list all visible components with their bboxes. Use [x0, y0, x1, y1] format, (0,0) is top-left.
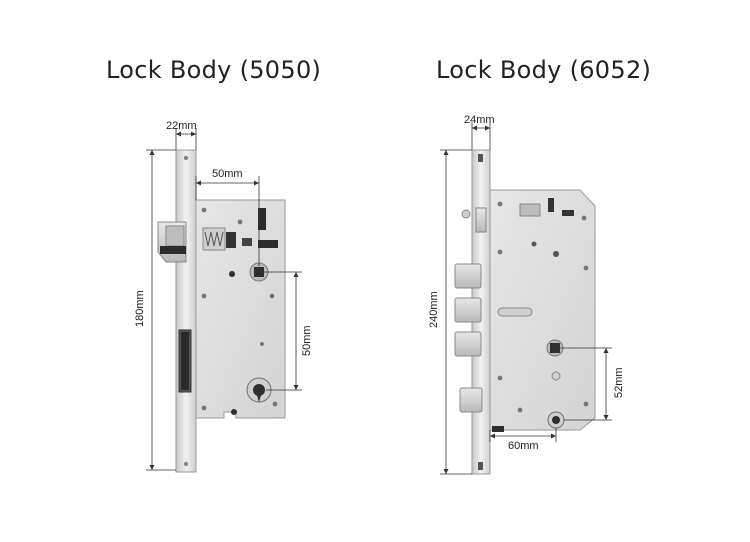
left-lock-illustration — [157, 149, 286, 473]
left-faceplate — [175, 149, 197, 473]
left-faceplate-width-label: 22mm — [166, 120, 197, 132]
right-faceplate-width-label: 24mm — [464, 114, 495, 126]
right-center-distance-label: 52mm — [613, 367, 625, 398]
right-dimension-lines — [440, 122, 612, 475]
right-lock-illustration — [454, 149, 596, 475]
lock-body-5050-title: Lock Body (5050) — [106, 56, 322, 84]
right-latch — [459, 387, 483, 413]
right-backset-label: 60mm — [508, 440, 539, 452]
left-height-label: 180mm — [134, 290, 146, 327]
right-bolt-2 — [454, 297, 482, 323]
right-height-label: 240mm — [428, 291, 440, 328]
right-bolt-1 — [454, 263, 482, 289]
lock-body-6052-title: Lock Body (6052) — [436, 56, 652, 84]
right-bolt-3 — [454, 331, 482, 357]
left-center-distance-label: 50mm — [301, 325, 313, 356]
left-dimension-lines — [146, 128, 302, 471]
left-backset-label: 50mm — [212, 168, 243, 180]
